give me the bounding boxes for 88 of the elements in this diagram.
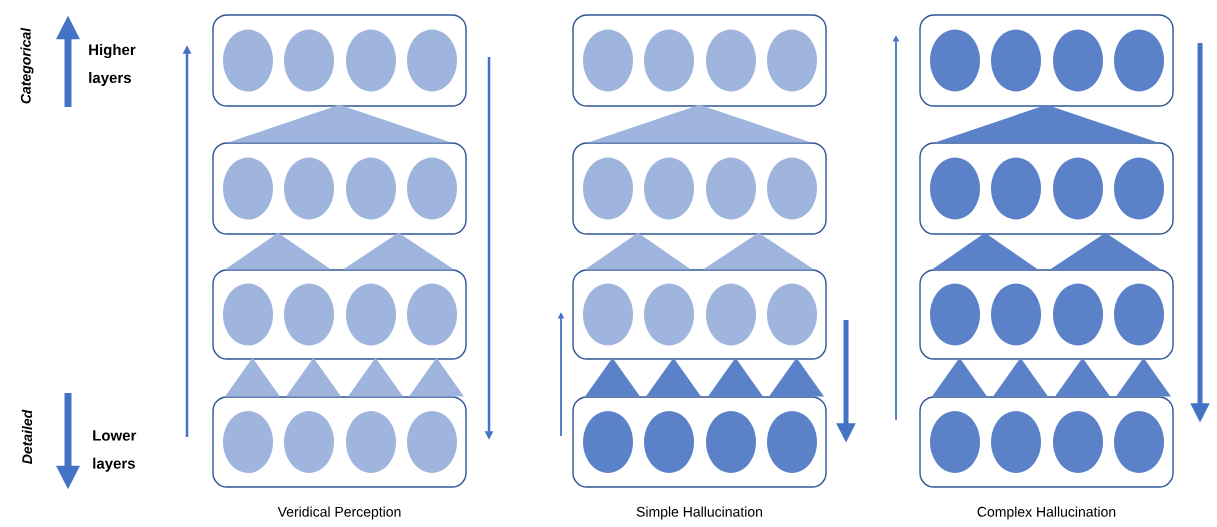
axis-label: Lower layers [93, 430, 137, 472]
neuron-ellipse [644, 283, 694, 346]
connection-triangle [646, 357, 701, 397]
neuron-ellipse [930, 411, 980, 473]
neuron-ellipse [223, 283, 273, 346]
layer-box [919, 396, 1174, 488]
neuron-ellipse [407, 283, 457, 346]
neuron-ellipse [930, 283, 980, 346]
layer-box [572, 14, 827, 107]
axis-label: Detailed [21, 409, 33, 464]
connection-triangle [935, 104, 1158, 143]
connection-triangle [343, 232, 454, 270]
neuron-ellipse [223, 157, 273, 220]
connection-triangle [228, 104, 451, 143]
neuron-ellipse [706, 411, 756, 473]
neuron-ellipse [1114, 411, 1164, 473]
neuron-ellipse [706, 157, 756, 220]
connection-triangle [769, 357, 824, 397]
neuron-ellipse [706, 29, 756, 92]
connection-triangle [409, 357, 464, 397]
layer-box [919, 14, 1174, 107]
neuron-ellipse [407, 157, 457, 220]
neuron-ellipse [767, 29, 817, 92]
layer-box [919, 142, 1174, 235]
connection-triangle [286, 357, 341, 397]
layer-box [212, 396, 467, 488]
layer-box [572, 269, 827, 360]
connection-triangle [1050, 232, 1161, 270]
column-caption: Simple Hallucination [636, 506, 762, 520]
neuron-ellipse [706, 283, 756, 346]
neuron-ellipse [767, 283, 817, 346]
neuron-ellipse [223, 411, 273, 473]
neuron-ellipse [991, 157, 1041, 220]
neuron-ellipse [284, 283, 334, 346]
connection-triangle [225, 232, 331, 270]
neuron-ellipse [1114, 29, 1164, 92]
neuron-ellipse [346, 411, 396, 473]
connection-triangle [1055, 357, 1110, 397]
neuron-ellipse [284, 411, 334, 473]
connection-triangle [1116, 357, 1171, 397]
neuron-ellipse [930, 157, 980, 220]
neuron-ellipse [583, 283, 633, 346]
neuron-ellipse [1053, 411, 1103, 473]
neuron-ellipse [767, 157, 817, 220]
neuron-ellipse [991, 29, 1041, 92]
neuron-ellipse [930, 29, 980, 92]
layer-box [572, 396, 827, 488]
neuron-ellipse [1053, 283, 1103, 346]
axis-label: Categorical [20, 27, 34, 104]
neuron-ellipse [1053, 29, 1103, 92]
layer-box [212, 269, 467, 360]
neuron-ellipse [284, 29, 334, 92]
layer-box [919, 269, 1174, 360]
neuron-ellipse [407, 29, 457, 92]
connection-triangle [708, 357, 763, 397]
neuron-ellipse [583, 157, 633, 220]
connection-triangle [932, 357, 987, 397]
neuron-ellipse [583, 29, 633, 92]
connection-triangle [932, 232, 1038, 270]
connection-triangle [588, 104, 811, 143]
neuron-ellipse [644, 157, 694, 220]
column-caption: Complex Hallucination [977, 506, 1116, 520]
axis-label: Higher layers [89, 44, 136, 86]
layer-box [572, 142, 827, 235]
connection-triangle [585, 232, 691, 270]
layer-box [212, 14, 467, 107]
connection-triangle [225, 357, 280, 397]
neuron-ellipse [767, 411, 817, 473]
neuron-ellipse [223, 29, 273, 92]
neuron-ellipse [991, 411, 1041, 473]
neuron-ellipse [644, 29, 694, 92]
neuron-ellipse [284, 157, 334, 220]
neuron-ellipse [583, 411, 633, 473]
connection-triangle [348, 357, 403, 397]
column-caption: Veridical Perception [277, 506, 401, 520]
neuron-ellipse [1114, 157, 1164, 220]
connection-triangle [703, 232, 814, 270]
neuron-ellipse [407, 411, 457, 473]
neuron-ellipse [346, 29, 396, 92]
connection-triangle [993, 357, 1048, 397]
neuron-ellipse [346, 157, 396, 220]
neuron-ellipse [991, 283, 1041, 346]
neuron-ellipse [1114, 283, 1164, 346]
neuron-ellipse [1053, 157, 1103, 220]
neuron-ellipse [644, 411, 694, 473]
neuron-ellipse [346, 283, 396, 346]
layer-box [212, 142, 467, 235]
connection-triangle [585, 357, 640, 397]
